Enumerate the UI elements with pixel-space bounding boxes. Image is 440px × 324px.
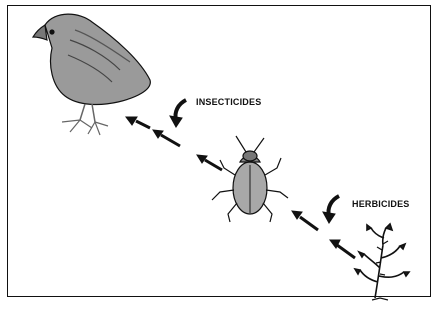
beetle-icon	[212, 136, 288, 222]
weed-plant-icon	[355, 224, 409, 300]
herbicides-label: HERBICIDES	[352, 199, 410, 209]
insecticides-label: INSECTICIDES	[196, 97, 261, 107]
